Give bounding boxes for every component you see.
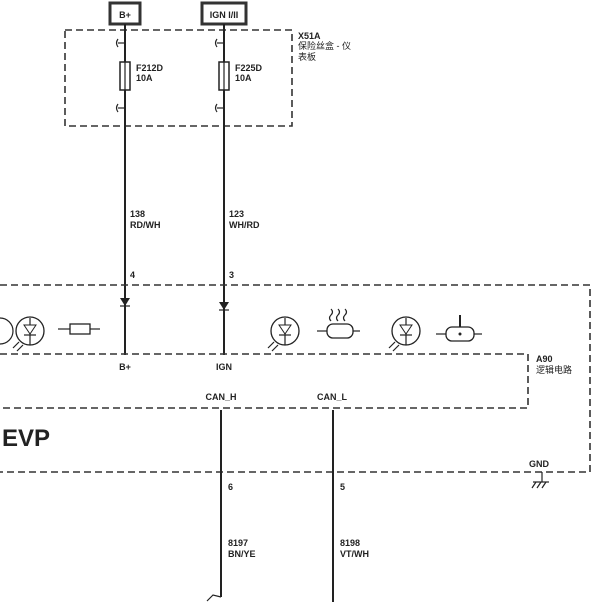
wire-break-icon <box>206 594 222 602</box>
module-boundary <box>0 284 591 473</box>
wire-138-color: RD/WH <box>130 220 161 230</box>
pin-6-label: 6 <box>228 482 233 492</box>
resistor-icon <box>58 323 100 335</box>
ign-source[interactable]: IGN I/II <box>200 1 248 26</box>
ign-label: IGN I/II <box>210 10 239 20</box>
logic-name: 逻辑电路 <box>536 364 572 375</box>
fuse-block-code: X51A <box>298 31 321 41</box>
pin-4-label: 4 <box>130 270 135 280</box>
fuse-block-name-line2: 表板 <box>298 51 316 62</box>
can-h-label: CAN_H <box>205 392 236 402</box>
terminal-arrow-icons <box>120 298 229 311</box>
b-plus-source[interactable]: B+ <box>108 1 142 26</box>
fuse-icon-f212d[interactable] <box>119 61 131 91</box>
can-l-label: CAN_L <box>317 392 348 402</box>
wire-8198-color: VT/WH <box>340 549 369 559</box>
fuse-block-boundary <box>64 29 293 127</box>
logic-code: A90 <box>536 354 553 364</box>
fuse-f225d-id: F225D <box>235 63 263 73</box>
led-indicator-icon-3 <box>388 316 421 352</box>
wire-8197-circuit: 8197 <box>228 538 248 548</box>
connector-hook-icons <box>115 38 224 113</box>
warning-bulb-icon <box>436 315 482 342</box>
fuse-icon-f225d[interactable] <box>218 61 230 91</box>
pin-bplus-label: B+ <box>119 362 131 372</box>
wire-138-circuit: 138 <box>130 209 145 219</box>
fuse-f225d-rating: 10A <box>235 73 252 83</box>
pin-ign-label: IGN <box>216 362 232 372</box>
wire-123-circuit: 123 <box>229 209 244 219</box>
ground-icon <box>531 472 549 489</box>
gnd-label: GND <box>529 459 550 469</box>
wire-8198-circuit: 8198 <box>340 538 360 548</box>
led-indicator-icon <box>0 316 45 352</box>
fuse-f212d-rating: 10A <box>136 73 153 83</box>
fuse-block-name-line1: 保险丝盒 - 仪 <box>298 40 351 51</box>
pin-5-label: 5 <box>340 482 345 492</box>
heater-icon <box>317 308 360 339</box>
wire-8197-color: BN/YE <box>228 549 256 559</box>
led-indicator-icon-2 <box>267 316 300 352</box>
module-title: EVP <box>2 425 50 452</box>
wire-123-color: WH/RD <box>229 220 260 230</box>
b-plus-label: B+ <box>119 10 131 20</box>
fuse-f212d-id: F212D <box>136 63 164 73</box>
pin-3-label: 3 <box>229 270 234 280</box>
logic-circuit-boundary <box>0 353 529 409</box>
